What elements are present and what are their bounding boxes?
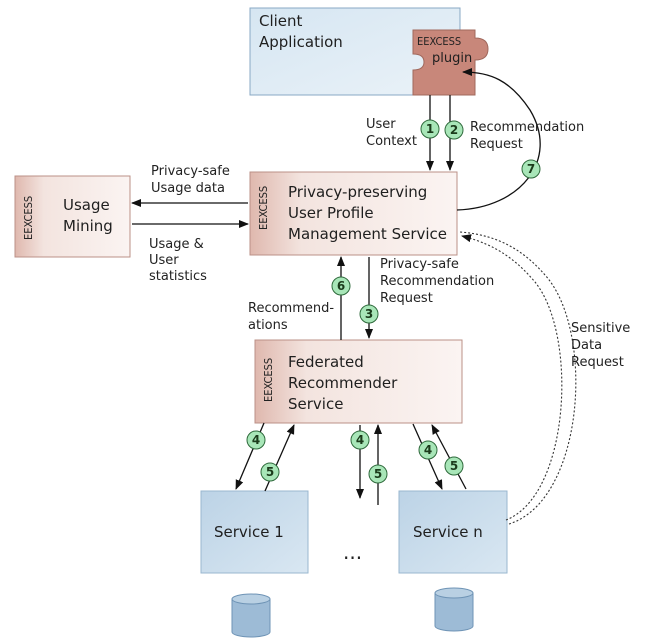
label-usage-stats-3: statistics (149, 269, 207, 284)
label-sensitive-2: Data (571, 338, 602, 353)
step-7-badge: 7 (521, 159, 541, 179)
service-1-box: Service 1 (200, 490, 309, 574)
label-recommendations-2: ations (248, 318, 288, 333)
step-4-badge-middle: 4 (350, 430, 370, 450)
usage-mining-box: EEXCESS Usage Mining (14, 175, 131, 258)
plugin-label: plugin (432, 51, 472, 66)
step-5-number-a: 5 (266, 465, 274, 479)
step-5-badge-middle: 5 (368, 464, 388, 484)
label-privacy-safe-usage-1: Privacy-safe (151, 164, 230, 179)
label-user: User (366, 117, 396, 132)
label-privacy-safe-usage-2: Usage data (151, 181, 225, 196)
federated-service-tag: EEXCESS (262, 358, 275, 402)
database-icon-2 (434, 587, 474, 632)
step-5-number-c: 5 (450, 459, 458, 473)
label-recommendation: Recommendation (470, 120, 584, 135)
federated-service-line1: Federated (288, 353, 364, 371)
label-usage-stats-2: User (149, 253, 179, 268)
service-n-label: Service n (413, 523, 483, 541)
federated-service-line3: Service (288, 395, 343, 413)
step-4-number-a: 4 (252, 433, 260, 447)
privacy-service-line2: User Profile (288, 204, 374, 222)
plugin-tag: EEXCESS (417, 35, 461, 48)
label-usage-stats-1: Usage & (149, 237, 204, 252)
step-2-number: 2 (450, 123, 458, 137)
step-3-number: 3 (365, 307, 373, 321)
step-7-number: 7 (527, 162, 535, 176)
step-5-number-b: 5 (374, 467, 382, 481)
step-1-number: 1 (426, 122, 434, 136)
dotted-sensitive-outer (459, 231, 577, 525)
step-6-number: 6 (337, 279, 345, 293)
service-n-box: Service n (398, 490, 508, 574)
privacy-service-box: EEXCESS Privacy-preserving User Profile … (249, 171, 458, 256)
federated-service-box: EEXCESS Federated Recommender Service (254, 339, 463, 424)
database-icon-1 (231, 593, 271, 638)
step-5-badge-service1: 5 (260, 462, 280, 482)
step-6-badge: 6 (331, 276, 351, 296)
arrow-step5-service-n (431, 424, 467, 490)
privacy-service-tag: EEXCESS (257, 186, 270, 230)
client-app-title-line1: Client (259, 12, 303, 30)
label-context: Context (366, 134, 417, 149)
step-1-badge: 1 (420, 119, 440, 139)
privacy-service-line1: Privacy-preserving (288, 183, 427, 201)
arrow-step7 (456, 68, 541, 211)
step-4-number-c: 4 (424, 443, 432, 457)
label-sensitive-3: Request (571, 355, 624, 370)
usage-mining-line2: Mining (63, 217, 113, 235)
step-5-badge-service-n: 5 (444, 456, 464, 476)
privacy-service-line3: Management Service (288, 225, 447, 243)
step-2-badge: 2 (444, 120, 464, 140)
step-4-badge-service1: 4 (246, 430, 266, 450)
eexcess-plugin-icon: EEXCESS plugin (412, 29, 489, 96)
federated-service-line2: Recommender (288, 374, 398, 392)
usage-mining-tag: EEXCESS (22, 196, 35, 240)
label-sensitive-1: Sensitive (571, 321, 630, 336)
label-request: Request (470, 137, 523, 152)
label-privacy-safe-rec-3: Request (380, 291, 433, 306)
step-3-badge: 3 (359, 304, 379, 324)
label-recommendations-1: Recommend- (248, 301, 334, 316)
label-privacy-safe-rec-1: Privacy-safe (380, 257, 459, 272)
step-4-number-b: 4 (356, 433, 364, 447)
label-privacy-safe-rec-2: Recommendation (380, 274, 494, 289)
service-1-label: Service 1 (214, 523, 284, 541)
client-app-title-line2: Application (259, 33, 343, 51)
usage-mining-line1: Usage (63, 196, 110, 214)
step-4-badge-service-n: 4 (418, 440, 438, 460)
services-ellipsis: ... (343, 540, 362, 564)
